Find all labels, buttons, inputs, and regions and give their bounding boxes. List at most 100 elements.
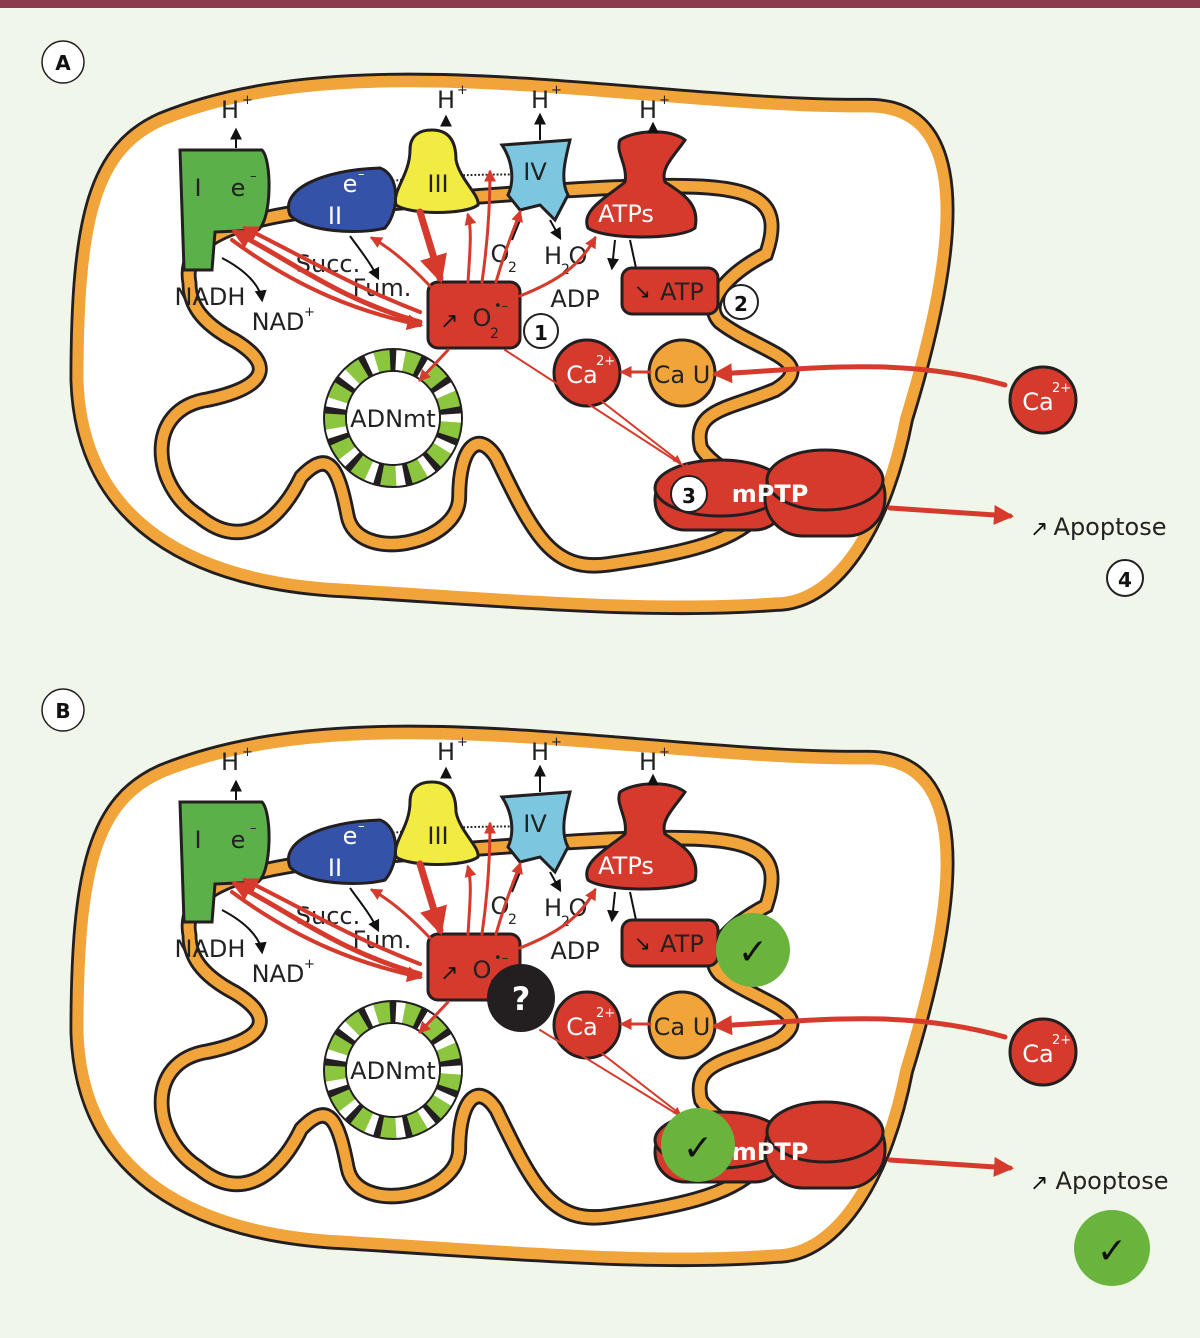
superoxide-o: O (473, 956, 492, 984)
panel-a-letter: A (55, 51, 71, 75)
panel-b: B I e – II e – III IV ATPs H + H + H + H… (41, 688, 1169, 1286)
complex-iv (499, 790, 572, 875)
complex-ii-electron: e (343, 170, 358, 198)
h-plus-1: H (221, 96, 239, 124)
svg-text:+: + (551, 83, 562, 98)
complex-ii-electron: e (343, 822, 358, 850)
complex-ii-label: II (328, 854, 342, 882)
panel-b-letter-badge (41, 688, 85, 732)
svg-text:O: O (569, 242, 588, 270)
complex-i (178, 800, 271, 924)
check-badge-mptp (661, 1108, 735, 1182)
svg-text:O: O (569, 894, 588, 922)
adp-label: ADP (550, 937, 599, 965)
complex-ii (287, 818, 398, 885)
complex-iii (393, 780, 480, 866)
ros-arrows (230, 169, 1014, 525)
svg-text:2+: 2+ (596, 354, 615, 369)
mptp-label: mPTP (732, 1138, 809, 1166)
h-plus-2: H (437, 738, 455, 766)
proton-labels (230, 764, 659, 800)
apoptose-label: Apoptose (1054, 513, 1167, 541)
atp-synthase-label: ATPs (598, 852, 654, 880)
h-plus-1: H (221, 748, 239, 776)
atp-synthase (585, 782, 698, 891)
svg-text:2+: 2+ (1052, 381, 1071, 396)
svg-text:+: + (242, 93, 253, 108)
svg-text:3: 3 (682, 484, 696, 508)
svg-text:↘: ↘ (634, 931, 651, 955)
svg-text:+: + (551, 735, 562, 750)
complex-iii-label: III (427, 170, 448, 198)
svg-text:–: – (250, 821, 257, 836)
svg-text:Ca: Ca (566, 1013, 597, 1041)
superoxide-box (426, 280, 522, 350)
svg-text:2: 2 (490, 326, 499, 342)
svg-text:•–: •– (494, 299, 508, 314)
svg-text:+: + (457, 735, 468, 750)
svg-text:1: 1 (534, 321, 548, 345)
panel-b-letter: B (55, 699, 70, 723)
mtdna-label: ADNmt (350, 1057, 436, 1085)
complex-ii-label: II (328, 202, 342, 230)
check-badge-atp (716, 913, 790, 987)
mptp-pore: mPTP (653, 448, 887, 538)
apoptose-arrow: ↗ (1030, 517, 1048, 542)
check-badge-apoptose (1074, 1210, 1150, 1286)
question-mark: ? (512, 980, 531, 1018)
complex-i-label: I (194, 174, 201, 202)
adp-label: ADP (550, 285, 599, 313)
badge-2 (723, 284, 759, 320)
superoxide-arrow: ↗ (440, 309, 458, 334)
svg-text:+: + (242, 745, 253, 760)
panel-a: A I e – II e – III IV ATPs H + H + H + (41, 40, 1167, 606)
calcium-outer (1008, 365, 1078, 435)
panel-a-letter-badge (41, 40, 85, 84)
complex-i-label: I (194, 826, 201, 854)
svg-text:Ca U: Ca U (654, 1013, 711, 1041)
svg-text:Ca: Ca (1022, 1040, 1053, 1068)
svg-text:↗: ↗ (440, 961, 458, 986)
atp-synthase-label: ATPs (598, 200, 654, 228)
svg-text:2: 2 (508, 912, 517, 928)
atp-box (620, 266, 720, 316)
proton-labels (230, 112, 659, 148)
o2-label: O (491, 240, 510, 268)
svg-text:Ca: Ca (566, 361, 597, 389)
svg-text:↘: ↘ (634, 279, 651, 303)
atp-synthase (585, 130, 698, 239)
complex-iii (393, 128, 480, 214)
svg-text:Ca U: Ca U (654, 361, 711, 389)
o2-label: O (491, 892, 510, 920)
apoptose-label: Apoptose (1056, 1167, 1169, 1195)
h2o-label: H (544, 894, 562, 922)
svg-text:–: – (250, 169, 257, 184)
svg-text:+: + (457, 83, 468, 98)
complex-i-electron: e (231, 174, 246, 202)
complex-iv (499, 138, 572, 223)
svg-text:+: + (659, 745, 670, 760)
badge-3 (670, 475, 708, 513)
svg-text:2+: 2+ (1052, 1033, 1071, 1048)
svg-text:–: – (358, 819, 365, 834)
top-bar (0, 0, 1200, 8)
complex-iv-label: IV (523, 810, 547, 838)
complex-i (178, 148, 271, 272)
svg-text:2: 2 (561, 262, 570, 278)
question-badge (487, 964, 555, 1032)
complex-iv-label: IV (523, 158, 547, 186)
complex-ii (287, 166, 398, 233)
svg-text:2: 2 (508, 260, 517, 276)
h-plus-4: H (639, 748, 657, 776)
svg-text:–: – (358, 167, 365, 182)
svg-text:+: + (304, 957, 315, 972)
h-plus-4: H (639, 96, 657, 124)
nad-label: NAD (252, 960, 305, 988)
h2o-label: H (544, 242, 562, 270)
svg-text:Ca: Ca (1022, 388, 1053, 416)
nad-label: NAD (252, 308, 305, 336)
ros-arrows (230, 821, 1014, 1177)
nadh-label: NADH (175, 283, 246, 311)
